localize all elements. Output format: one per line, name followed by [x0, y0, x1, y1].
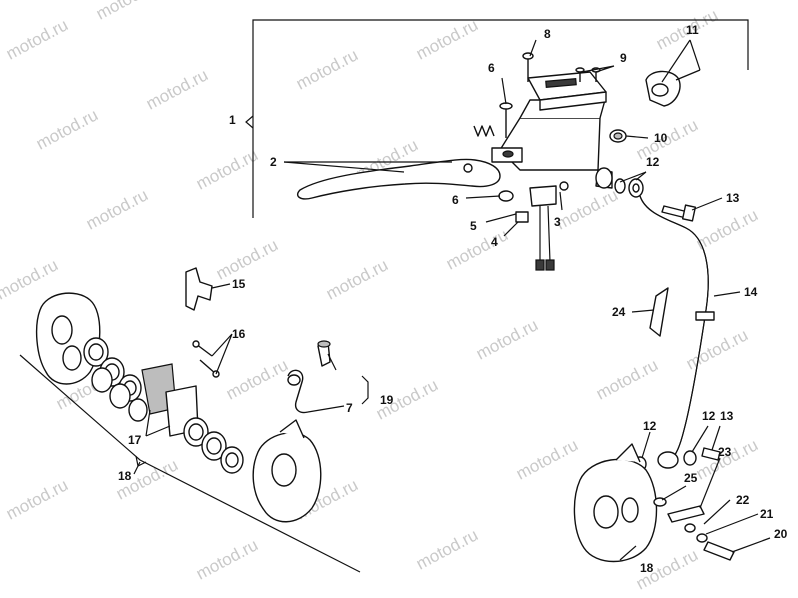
watermark: motod.ru	[193, 535, 261, 583]
callout-14: 14	[744, 285, 758, 299]
banjo-washers-upper	[614, 178, 644, 198]
caliper-left-outer-half	[35, 292, 101, 385]
banjo-bolt-lower	[701, 447, 721, 461]
pistons-seals	[83, 337, 148, 422]
callout-2: 2	[270, 155, 277, 169]
watermark: motod.ru	[93, 0, 161, 24]
callout-18-right: 18	[640, 561, 654, 575]
callout-24: 24	[612, 305, 626, 319]
callout-10: 10	[654, 131, 668, 145]
watermark: motod.ru	[513, 435, 581, 483]
watermark: motod.ru	[413, 15, 481, 63]
callout-12-upper: 12	[646, 155, 660, 169]
watermark: motod.ru	[473, 315, 541, 363]
callout-9: 9	[620, 51, 627, 65]
watermark: motod.ru	[33, 105, 101, 153]
watermark: motod.ru	[593, 355, 661, 403]
watermark: motod.ru	[193, 145, 261, 193]
callout-11: 11	[686, 23, 699, 37]
caliper-left-inner-half	[252, 419, 322, 523]
pad-pins	[192, 340, 220, 378]
callout-4: 4	[491, 235, 498, 249]
callout-7: 7	[346, 401, 353, 415]
callout-5: 5	[470, 219, 477, 233]
pistons-seals-inner	[183, 417, 244, 474]
caliper-bracket-clip	[287, 369, 309, 414]
banjo-bolt-upper	[661, 204, 697, 222]
watermark: motod.ru	[213, 235, 281, 283]
callout-23: 23	[718, 445, 732, 459]
watermark: motod.ru	[3, 15, 71, 63]
group-bracket-19	[361, 375, 369, 405]
watermark: motod.ru	[3, 475, 71, 523]
callout-21: 21	[760, 507, 774, 521]
group-bracket-master-cylinder	[252, 19, 749, 218]
callout-19: 19	[380, 393, 394, 407]
watermark: motod.ru	[693, 435, 761, 483]
callout-20: 20	[774, 527, 788, 541]
callout-6-upper: 6	[488, 61, 495, 75]
watermark: motod.ru	[143, 65, 211, 113]
callout-16: 16	[232, 327, 246, 341]
watermark: motod.ru	[223, 355, 291, 403]
callout-15: 15	[232, 277, 246, 291]
callout-6-lower: 6	[452, 193, 459, 207]
reservoir-cap	[527, 71, 607, 111]
callout-13-upper: 13	[726, 191, 740, 205]
plug-10	[609, 129, 627, 143]
watermark: motod.ru	[553, 185, 621, 233]
handlebar-clamp	[645, 69, 701, 107]
watermark: motod.ru	[293, 45, 361, 93]
group-bracket-caliper	[19, 354, 361, 573]
callout-1: 1	[229, 113, 236, 127]
hose-guide	[649, 287, 669, 337]
callout-17: 17	[128, 433, 142, 447]
callout-25: 25	[684, 471, 698, 485]
leader-lines	[133, 39, 771, 561]
callout-12-lower-left: 12	[643, 419, 657, 433]
bleed-valve	[317, 340, 331, 367]
watermark: motod.ru	[693, 205, 761, 253]
pad-spring	[185, 267, 213, 311]
callout-18-left: 18	[118, 469, 132, 483]
watermark: motod.ru	[443, 225, 511, 273]
watermark: motod.ru	[83, 185, 151, 233]
callout-13-lower: 13	[720, 409, 734, 423]
callout-22: 22	[736, 493, 750, 507]
callout-3: 3	[554, 215, 561, 229]
callout-labels: 1 2 3 4 5 6 6 7 8 9 10 11 12 12 12 13 13…	[118, 23, 788, 575]
brake-lever	[296, 158, 501, 200]
brake-hose	[639, 195, 715, 469]
caliper-right	[573, 443, 658, 563]
callout-8: 8	[544, 27, 551, 41]
brake-light-switch	[498, 181, 569, 271]
group-bracket-tick	[245, 115, 254, 129]
caliper-pin-parts	[653, 497, 735, 561]
master-cylinder-body	[491, 99, 613, 189]
lever-spring	[473, 125, 495, 137]
watermark: motod.ru	[323, 255, 391, 303]
callout-12-lower-right: 12	[702, 409, 716, 423]
watermark: motod.ru	[683, 325, 751, 373]
watermark: motod.ru	[413, 525, 481, 573]
